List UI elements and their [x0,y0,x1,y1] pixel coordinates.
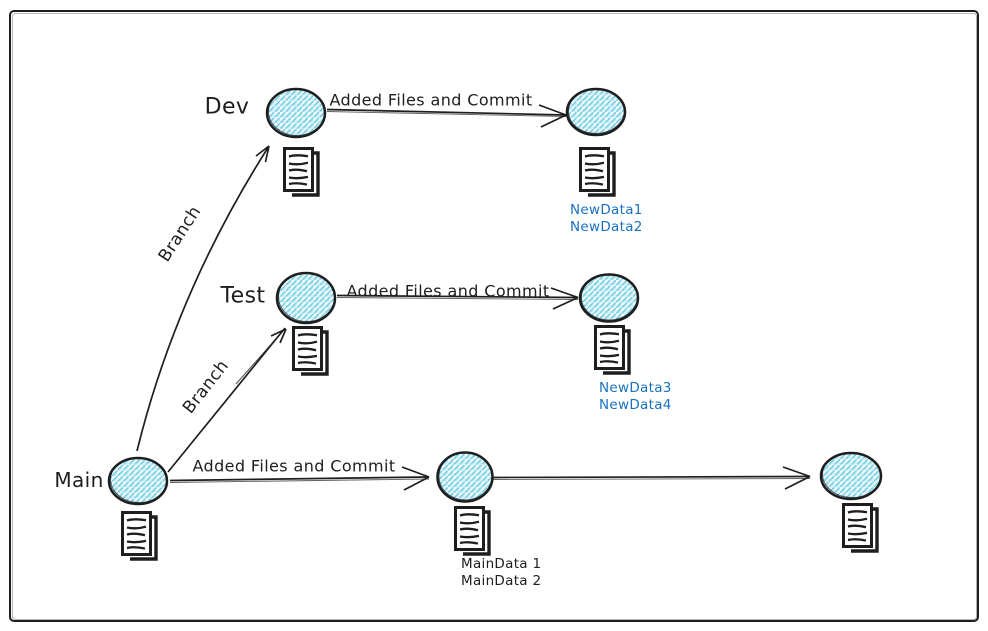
commit-node-main-2[interactable] [436,451,494,503]
files-stack-icon-test-2[interactable] [593,324,631,375]
commit-node-test-1[interactable] [275,271,337,325]
annotation-main-data[interactable]: MainData 1 MainData 2 [461,556,541,590]
files-stack-icon-dev-2[interactable] [578,146,616,197]
edge-label-commit-test[interactable]: Added Files and Commit [346,281,550,301]
arrow-main-forward[interactable] [492,466,811,490]
commit-node-test-2[interactable] [578,273,640,323]
arrow-commit-test[interactable] [336,287,579,310]
annotation-test-line2[interactable]: NewData4 [599,397,672,413]
branch-label-test[interactable]: Test [220,283,266,309]
files-stack-icon-main-2[interactable] [453,505,491,556]
annotation-dev-data[interactable]: NewData1 NewData2 [570,202,643,236]
arrow-branch-main-to-test[interactable] [167,327,287,473]
arrow-branch-main-to-dev[interactable] [136,145,270,452]
files-stack-icon-main-3[interactable] [841,502,879,553]
commit-node-main-1[interactable] [107,456,169,506]
edge-label-commit-dev[interactable]: Added Files and Commit [329,90,533,110]
annotation-main-line1[interactable]: MainData 1 [461,556,542,572]
canvas-frame [9,10,979,622]
commit-node-dev-1[interactable] [265,87,327,139]
files-stack-icon-dev-1[interactable] [282,146,320,197]
annotation-dev-line2[interactable]: NewData2 [570,219,643,235]
annotation-main-line2[interactable]: MainData 2 [461,573,542,589]
files-stack-icon-test-1[interactable] [291,325,329,376]
commit-node-dev-2[interactable] [565,87,627,137]
branch-label-main[interactable]: Main [54,468,104,492]
edge-label-commit-main[interactable]: Added Files and Commit [192,456,396,476]
branch-label-dev[interactable]: Dev [204,94,250,120]
annotation-test-data[interactable]: NewData3 NewData4 [599,380,672,414]
arrow-commit-dev[interactable] [326,104,567,128]
files-stack-icon-main-1[interactable] [120,510,158,561]
commit-node-main-3[interactable] [819,451,883,501]
annotation-test-line1[interactable]: NewData3 [599,380,672,396]
annotation-dev-line1[interactable]: NewData1 [570,202,643,218]
arrow-commit-main[interactable] [169,466,430,491]
